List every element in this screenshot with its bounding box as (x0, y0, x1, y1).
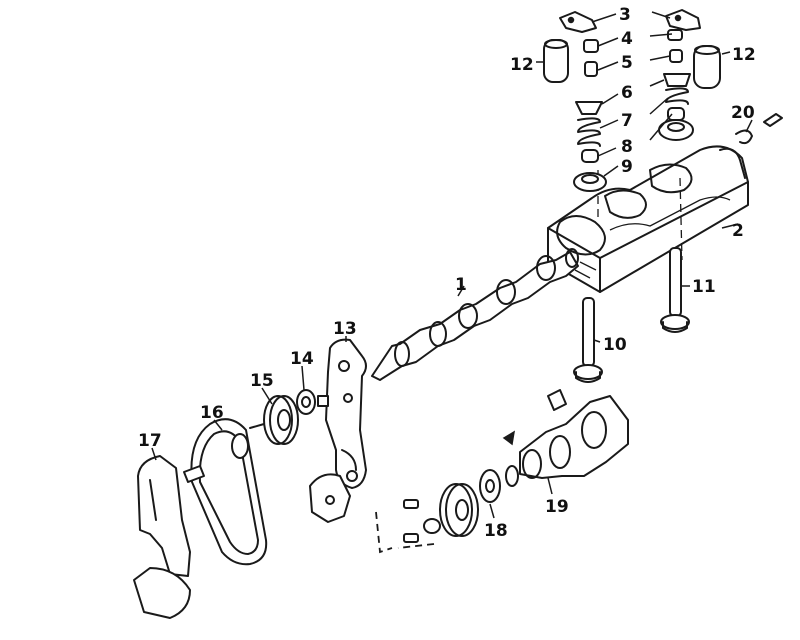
callout-14: 14 (290, 349, 314, 369)
callout-5: 5 (621, 53, 633, 73)
cylinder-head-part (547, 145, 749, 293)
callout-12-right: 12 (732, 45, 756, 65)
callout-4: 4 (621, 29, 633, 49)
callout-18: 18 (484, 521, 508, 541)
belt-cover-part (133, 455, 205, 619)
callout-3: 3 (619, 5, 631, 25)
valve-11-part (660, 247, 690, 333)
callout-13: 13 (333, 319, 357, 339)
callout-8: 8 (621, 137, 633, 157)
fastener-20-part (735, 113, 783, 145)
callout-10: 10 (603, 335, 627, 355)
callout-6: 6 (621, 83, 633, 103)
leader-lines (151, 11, 753, 519)
callout-7: 7 (621, 111, 633, 131)
callout-20: 20 (731, 103, 755, 123)
v-belt-part (190, 418, 268, 566)
camshaft-part (371, 248, 579, 381)
callout-2: 2 (732, 221, 744, 241)
valve-train-left-stack (559, 11, 607, 192)
callout-16: 16 (200, 403, 224, 423)
pulley-15-part (249, 395, 299, 445)
callout-17: 17 (138, 431, 162, 451)
callout-11: 11 (692, 277, 716, 297)
valve-10-part (573, 297, 603, 383)
timing-bracket-part (325, 338, 367, 489)
crank-pulley-part (403, 483, 479, 543)
callout-9: 9 (621, 157, 633, 177)
cover-plate-part (309, 473, 351, 523)
gear-18-part (479, 465, 519, 503)
callout-12-left: 12 (510, 55, 534, 75)
callout-19: 19 (545, 497, 569, 517)
tappet-right-part (693, 45, 721, 89)
sprocket-14-part (296, 389, 329, 415)
callout-15: 15 (250, 371, 274, 391)
tappet-left-part (543, 39, 569, 83)
callout-1: 1 (455, 275, 467, 295)
callout-labels: 1 2 3 4 5 6 7 8 9 10 11 12 12 13 14 15 1… (138, 5, 756, 541)
alignment-lines (375, 511, 435, 554)
crankshaft-part (502, 389, 629, 479)
